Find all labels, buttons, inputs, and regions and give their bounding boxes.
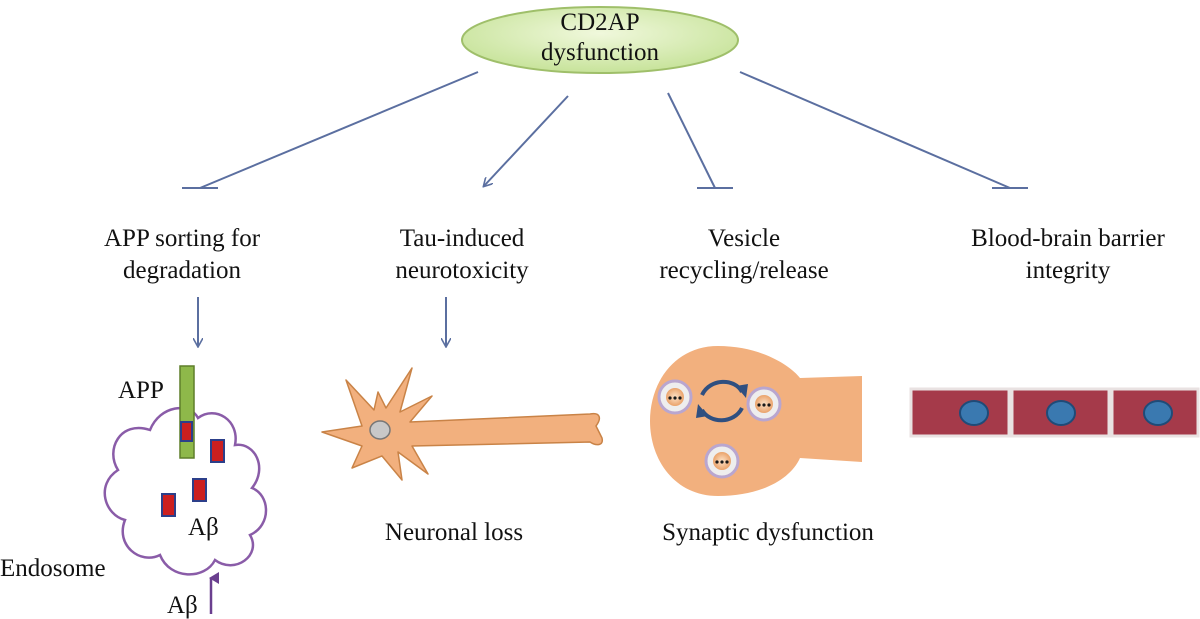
neuron-body: [321, 367, 604, 481]
recycle-arrowhead-bottom: [696, 404, 708, 418]
root-node: CD2AP dysfunction: [461, 6, 739, 74]
abeta-in-app: [180, 421, 193, 442]
bbb-illustration: [909, 387, 1200, 438]
branch-vesicle-line2: recycling/release: [659, 257, 828, 284]
synaptic-dysfunction-label: Synaptic dysfunction: [662, 519, 874, 546]
inhibit-connector-vesicle: [667, 92, 716, 189]
root-label-line1: CD2AP: [560, 9, 639, 36]
bbb-cell-1: [909, 387, 1011, 438]
branch-app-line1: APP sorting for: [104, 225, 261, 252]
branch-labels: APP sorting for degradation Tau-induced …: [104, 225, 1166, 284]
neuron-nucleus: [369, 420, 391, 440]
abeta-below-label: Aβ: [167, 592, 198, 619]
recycle-arrowhead-top: [736, 384, 748, 398]
synaptic-terminal: [650, 346, 862, 496]
connectors: [182, 71, 1028, 189]
root-ellipse: [461, 6, 739, 74]
activate-connector-tau: [484, 95, 569, 186]
bbb-nucleus-2: [1046, 400, 1076, 426]
abeta-fragment-1: [210, 439, 225, 463]
vesicle-bottom: [704, 443, 740, 479]
inhibit-connector-app: [199, 71, 479, 189]
bbb-nucleus-3: [1143, 400, 1173, 426]
synapse-illustration: Synaptic dysfunction: [650, 346, 874, 546]
endosome-illustration: APP Aβ Endosome Aβ: [0, 365, 268, 619]
app-protein: [179, 365, 195, 459]
vesicle-right: [746, 386, 782, 422]
branch-bbb-line1: Blood-brain barrier: [971, 225, 1165, 252]
abeta-fragment-2: [192, 478, 207, 502]
neuronal-loss-label: Neuronal loss: [385, 519, 523, 546]
inhibit-connector-bbb: [739, 71, 1011, 189]
neuron-illustration: Neuronal loss: [321, 367, 604, 546]
vesicle-left: [657, 379, 693, 415]
branch-app-line2: degradation: [123, 257, 242, 284]
root-label-line2: dysfunction: [541, 39, 660, 66]
bbb-nucleus-1: [959, 400, 989, 426]
branch-tau-line2: neurotoxicity: [395, 257, 529, 284]
branch-bbb-line2: integrity: [1026, 257, 1111, 284]
branch-vesicle-line1: Vesicle: [708, 225, 780, 252]
abeta-inside-label: Aβ: [188, 514, 219, 541]
endosome-membrane: [103, 406, 268, 576]
endosome-label: Endosome: [0, 555, 106, 582]
abeta-fragment-3: [161, 493, 176, 517]
app-label: APP: [118, 377, 164, 404]
branch-tau-line1: Tau-induced: [400, 225, 525, 252]
